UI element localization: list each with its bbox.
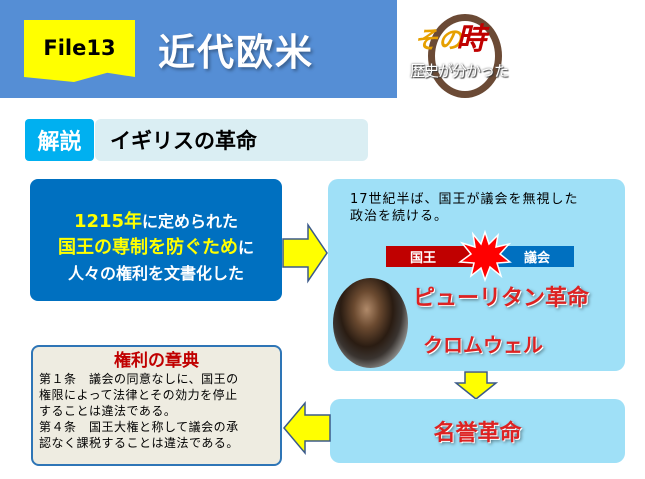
bill-line: することは違法である。 [39, 404, 177, 418]
text: 政治を続ける。 [350, 209, 449, 224]
section-title: イギリスの革命 [95, 119, 368, 161]
magna-carta-box: 1215年に定められた 国王の専制を防ぐために 人々の権利を文書化した [30, 179, 282, 301]
conflict-burst-icon [457, 229, 512, 283]
page-title: 近代欧米 [158, 31, 314, 74]
cromwell-portrait [333, 278, 408, 368]
description: 17世紀半ば、国王が議会を無視した 政治を続ける。 [350, 191, 579, 225]
year: 1215年 [73, 211, 143, 232]
logo-subtext: 歴史が分かった [410, 62, 509, 80]
person-name: クロムウェル [423, 333, 543, 357]
text: 人々の権利を文書化した [67, 264, 244, 283]
king-label: 国王 [386, 246, 480, 267]
highlight: 国王の専制を防ぐため [57, 237, 238, 258]
down-arrow-icon [453, 371, 499, 400]
right-arrow-icon [282, 222, 328, 284]
bill-line: 権限によって法律とその効力を停止 [39, 388, 238, 402]
bill-line: 第１条 議会の同意なしに、国王の [39, 372, 239, 386]
glorious-revolution-box: 名誉革命 [330, 399, 625, 463]
text: 17世紀半ば、国王が議会を無視した [350, 192, 579, 207]
text: に定められた [142, 212, 239, 231]
bill-of-rights-box: 権利の章典 第１条 議会の同意なしに、国王の 権限によって法律とその効力を停止 … [31, 345, 282, 466]
file-label: File13 [24, 20, 135, 82]
logo-ring [428, 14, 502, 98]
bill-title: 権利の章典 [114, 351, 199, 371]
logo: その 時 歴史が分かった [410, 10, 512, 100]
logo-text: 時 [456, 22, 486, 57]
puritan-revolution-box: 17世紀半ば、国王が議会を無視した 政治を続ける。 国王 議会 ピューリタン革命… [328, 179, 625, 371]
bill-line: 第４条 国王大権と称して議会の承 [39, 420, 239, 434]
bill-line: 認なく課税することは違法である。 [39, 436, 239, 450]
section-badge: 解説 [25, 119, 94, 161]
left-arrow-icon [283, 400, 331, 456]
text: に [237, 238, 254, 257]
revolution-title: ピューリタン革命 [413, 286, 590, 311]
logo-text: その [414, 26, 462, 54]
